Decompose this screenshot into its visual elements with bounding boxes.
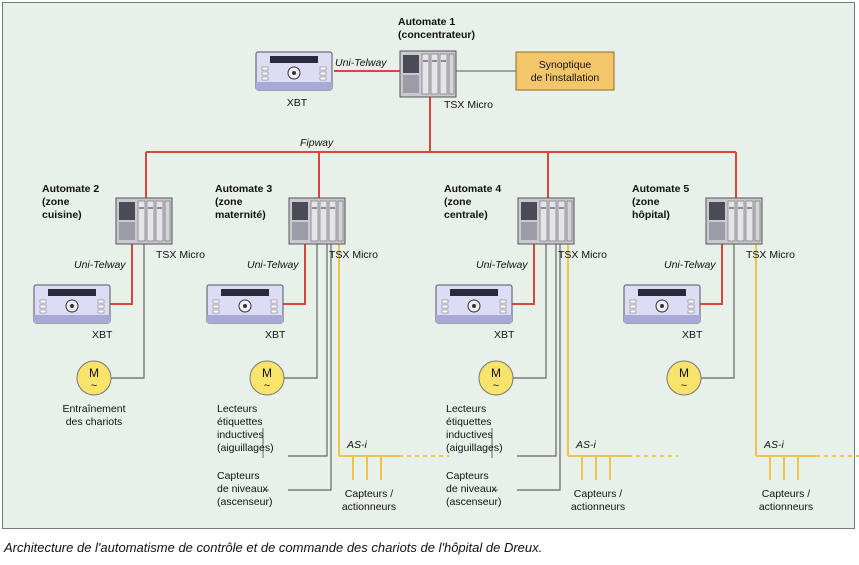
zone-2-motor-letter: M	[89, 366, 99, 380]
fipway-label: Fipway	[300, 137, 334, 149]
zone-4-motor-letter: M	[491, 366, 501, 380]
zone-4-lecteurs-line-4: (aiguillages)	[446, 442, 503, 454]
automate-1-subtitle: (concentrateur)	[398, 29, 475, 41]
zone-3-uni-telway-label: Uni-Telway	[247, 259, 299, 271]
zone-5-capteurs-act-line-2: actionneurs	[759, 501, 813, 513]
zone-5-title: Automate 5	[632, 183, 689, 195]
zone-4-motor-wire	[512, 244, 547, 379]
xbt-terminal-top	[255, 51, 333, 91]
zone-4-xbt-label: XBT	[494, 329, 515, 341]
zone-5-motor-letter: M	[679, 366, 689, 380]
zone-3-lecteurs-line-4: (aiguillages)	[217, 442, 274, 454]
zone-3-capteurs-niveaux-line-1: Capteurs	[217, 470, 260, 482]
zone-3-capteurs-act-line-2: actionneurs	[342, 501, 396, 513]
zone-4-lecteurs-line-3: inductives	[446, 429, 493, 441]
zone-4-asi-label: AS-i	[575, 439, 597, 451]
zone-5-line-2: (zone	[632, 196, 660, 208]
zone-4-title: Automate 4	[444, 183, 501, 195]
zone-3-motor-tilde: ~	[264, 380, 270, 392]
zone-4-uni-telway-link	[512, 244, 535, 305]
zone-4-motor-icon	[478, 360, 514, 396]
zone-3-lecteurs-line-3: inductives	[217, 429, 264, 441]
zone-3-line-3: maternité)	[215, 209, 266, 221]
zone-4-line-2: (zone	[444, 196, 472, 208]
zone-4-xbt-terminal	[435, 284, 513, 324]
zone-5-line-3: hôpital)	[632, 209, 670, 221]
synoptique-line-2: de l'installation	[531, 72, 600, 84]
zone-3-lecteurs-line-1: Lecteurs	[217, 403, 257, 415]
zone-2-xbt-terminal	[33, 284, 111, 324]
figure-caption: Architecture de l'automatisme de contrôl…	[3, 540, 542, 555]
zone-4-tsx-plc	[517, 197, 575, 245]
zone-3-tsx-label: TSX Micro	[329, 249, 378, 261]
zone-4-lecteurs-line-2: étiquettes	[446, 416, 492, 428]
zone-3-capteurs-niveaux-line-3: (ascenseur)	[217, 496, 272, 508]
zone-4-capteurs-act-line-2: actionneurs	[571, 501, 625, 513]
synoptique-box	[515, 51, 615, 91]
zone-2-motor-wire	[110, 244, 145, 379]
zone-2-line-3: cuisine)	[42, 209, 82, 221]
zone-5-capteurs-act-line-1: Capteurs /	[762, 488, 811, 500]
zone-3-asi-label: AS-i	[346, 439, 368, 451]
zone-3-xbt-label: XBT	[265, 329, 286, 341]
uni-telway-label-top: Uni-Telway	[335, 57, 387, 69]
zone-4-capteurs-niveaux-wire	[517, 244, 561, 491]
zone-3-capteurs-niveaux-line-2: de niveaux	[217, 483, 269, 495]
tsx-label-top: TSX Micro	[444, 99, 493, 111]
zone-5-tsx-plc	[705, 197, 763, 245]
zone-4-capteurs-niveaux-line-1: Capteurs	[446, 470, 489, 482]
zone-5-motor-wire	[700, 244, 735, 379]
zone-3-capteurs-niveaux-wire	[288, 244, 332, 491]
zone-2-tsx-plc	[115, 197, 173, 245]
zone-2-motor-label-1: Entraînement	[62, 403, 125, 415]
synoptique-line-1: Synoptique	[539, 59, 592, 71]
zone-2-line-2: (zone	[42, 196, 70, 208]
zone-5-xbt-terminal	[623, 284, 701, 324]
zone-5-motor-icon	[666, 360, 702, 396]
zone-5-motor-tilde: ~	[681, 380, 687, 392]
zone-5-uni-telway-link	[700, 244, 723, 305]
xbt-label-top: XBT	[287, 97, 308, 109]
zone-3-title: Automate 3	[215, 183, 272, 195]
automate-1-plc	[399, 50, 457, 98]
zone-4-uni-telway-label: Uni-Telway	[476, 259, 528, 271]
zone-4-capteurs-act-line-1: Capteurs /	[574, 488, 623, 500]
zone-3-capteurs-act-line-1: Capteurs /	[345, 488, 394, 500]
zone-2-title: Automate 2	[42, 183, 99, 195]
zone-3-lecteurs-line-2: étiquettes	[217, 416, 263, 428]
zone-5-tsx-label: TSX Micro	[746, 249, 795, 261]
zone-2-motor-icon	[76, 360, 112, 396]
zone-3-motor-icon	[249, 360, 285, 396]
zone-3-lecteurs-wire	[288, 244, 328, 457]
automate-1-title: Automate 1	[398, 16, 455, 28]
zone-3-tsx-plc	[288, 197, 346, 245]
zone-3-line-2: (zone	[215, 196, 243, 208]
zone-3-uni-telway-link	[283, 244, 306, 305]
zone-4-motor-tilde: ~	[493, 380, 499, 392]
zone-2-motor-label-2: des chariots	[66, 416, 123, 428]
zone-5-asi-label: AS-i	[763, 439, 785, 451]
zone-4-tsx-label: TSX Micro	[558, 249, 607, 261]
zone-4-capteurs-niveaux-line-2: de niveaux	[446, 483, 498, 495]
zone-2-xbt-label: XBT	[92, 329, 113, 341]
zone-4-capteurs-niveaux-line-3: (ascenseur)	[446, 496, 501, 508]
zone-4-line-3: centrale)	[444, 209, 488, 221]
zone-2-uni-telway-label: Uni-Telway	[74, 259, 126, 271]
zone-3-motor-wire	[283, 244, 318, 379]
zone-5-xbt-label: XBT	[682, 329, 703, 341]
zone-4-lecteurs-line-1: Lecteurs	[446, 403, 486, 415]
zone-5-uni-telway-label: Uni-Telway	[664, 259, 716, 271]
zone-4-lecteurs-wire	[517, 244, 557, 457]
zone-3-xbt-terminal	[206, 284, 284, 324]
zone-2-tsx-label: TSX Micro	[156, 249, 205, 261]
zone-2-uni-telway-link	[110, 244, 133, 305]
zone-2-motor-tilde: ~	[91, 380, 97, 392]
zone-3-motor-letter: M	[262, 366, 272, 380]
